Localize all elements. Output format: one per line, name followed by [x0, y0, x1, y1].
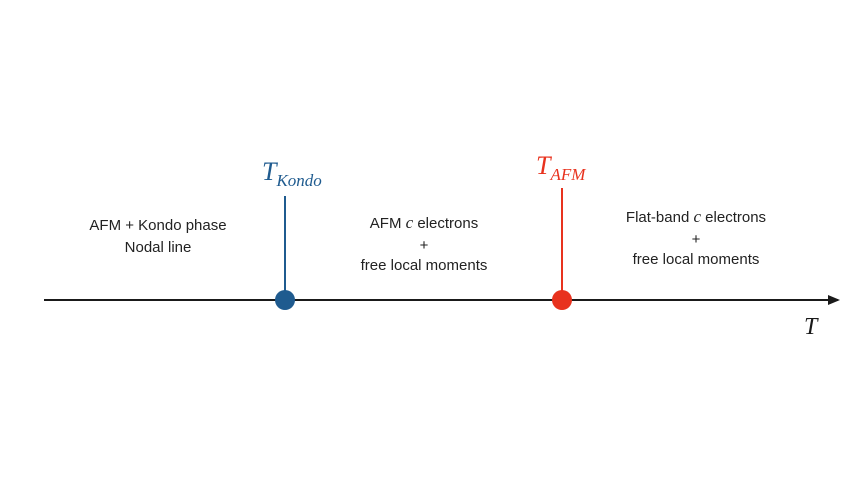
- region-2-line-1: AFM c electrons: [370, 213, 478, 232]
- kondo-marker-dot: [275, 290, 295, 310]
- region-2-line-2: +: [420, 237, 429, 254]
- afm-marker-dot: [552, 290, 572, 310]
- kondo-symbol: T: [262, 157, 278, 186]
- region-afm-c-electrons: AFM c electrons + free local moments: [361, 213, 488, 274]
- afm-symbol: T: [536, 151, 552, 180]
- region-2-line-3: free local moments: [361, 257, 488, 274]
- kondo-marker: TKondo: [262, 157, 322, 310]
- region-3-line-1: Flat-band c electrons: [626, 207, 766, 226]
- kondo-marker-label: TKondo: [262, 157, 322, 190]
- kondo-subscript: Kondo: [275, 171, 321, 190]
- afm-marker: TAFM: [536, 151, 586, 310]
- afm-marker-label: TAFM: [536, 151, 586, 184]
- region-1-line-1: AFM + Kondo phase: [89, 217, 226, 234]
- region-flat-band-c-electrons: Flat-band c electrons + free local momen…: [626, 207, 766, 268]
- afm-subscript: AFM: [549, 165, 586, 184]
- axis-label: T: [804, 314, 819, 340]
- region-kondo-phase: AFM + Kondo phase Nodal line: [89, 217, 226, 256]
- region-3-line-2: +: [692, 231, 701, 248]
- region-3-line-3: free local moments: [633, 251, 760, 268]
- region-1-line-2: Nodal line: [125, 239, 192, 256]
